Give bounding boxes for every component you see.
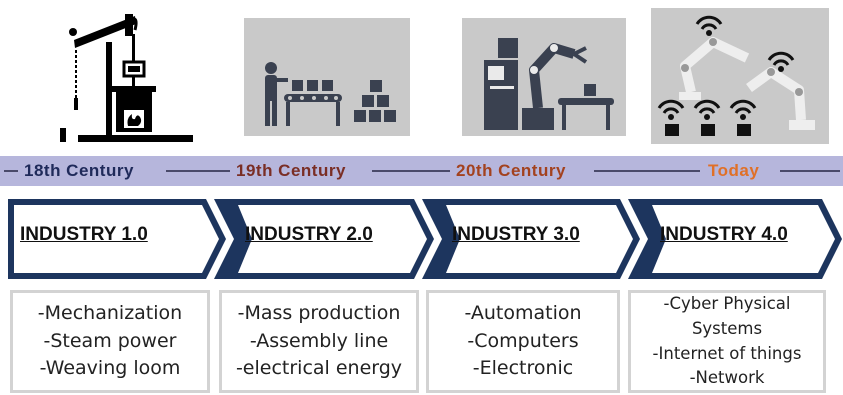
features-box-3: -Automation -Computers -Electronic bbox=[426, 290, 620, 393]
feature-item: -Weaving loom bbox=[39, 357, 181, 380]
feature-item: -Mass production bbox=[237, 302, 401, 325]
steam-engine-icon bbox=[60, 14, 193, 142]
timeline-bar: 18th Century 19th Century 20th Century T… bbox=[0, 156, 843, 186]
timeline-line bbox=[4, 170, 840, 172]
features-box-2: -Mass production -Assembly line -electri… bbox=[219, 290, 419, 393]
stage-title-2: INDUSTRY 2.0 bbox=[245, 224, 373, 245]
feature-item: Systems bbox=[691, 318, 763, 338]
industrial-robot-icon bbox=[462, 18, 626, 136]
assembly-line-icon bbox=[244, 18, 410, 136]
stage-chevrons bbox=[8, 199, 842, 279]
steam-engine-illustration bbox=[40, 0, 210, 150]
stage-title-3: INDUSTRY 3.0 bbox=[452, 224, 580, 245]
feature-item: -Steam power bbox=[43, 329, 177, 352]
features-box-1: -Mechanization -Steam power -Weaving loo… bbox=[10, 290, 210, 393]
assembly-line-illustration bbox=[244, 18, 410, 136]
feature-item: -Network bbox=[689, 368, 765, 388]
connected-robots-icon bbox=[651, 8, 829, 144]
feature-item: -Assembly line bbox=[249, 329, 389, 352]
features-box-4: -Cyber Physical Systems -Internet of thi… bbox=[628, 290, 826, 393]
feature-item: -Mechanization bbox=[37, 302, 183, 325]
feature-item: -electrical energy bbox=[235, 357, 403, 380]
era-label-4: Today bbox=[708, 161, 760, 180]
era-label-3: 20th Century bbox=[456, 161, 566, 180]
industrial-robot-illustration bbox=[462, 18, 626, 136]
feature-item: -Cyber Physical bbox=[663, 294, 791, 313]
era-label-1: 18th Century bbox=[24, 161, 134, 180]
connected-robots-illustration bbox=[651, 8, 829, 144]
feature-item: -Automation bbox=[464, 302, 582, 325]
feature-item: -Internet of things bbox=[652, 343, 802, 363]
feature-item: -Electronic bbox=[472, 357, 574, 380]
stage-title-1: INDUSTRY 1.0 bbox=[20, 224, 148, 245]
feature-item: -Computers bbox=[467, 329, 579, 352]
era-label-2: 19th Century bbox=[236, 161, 346, 180]
stage-title-4: INDUSTRY 4.0 bbox=[660, 224, 788, 245]
